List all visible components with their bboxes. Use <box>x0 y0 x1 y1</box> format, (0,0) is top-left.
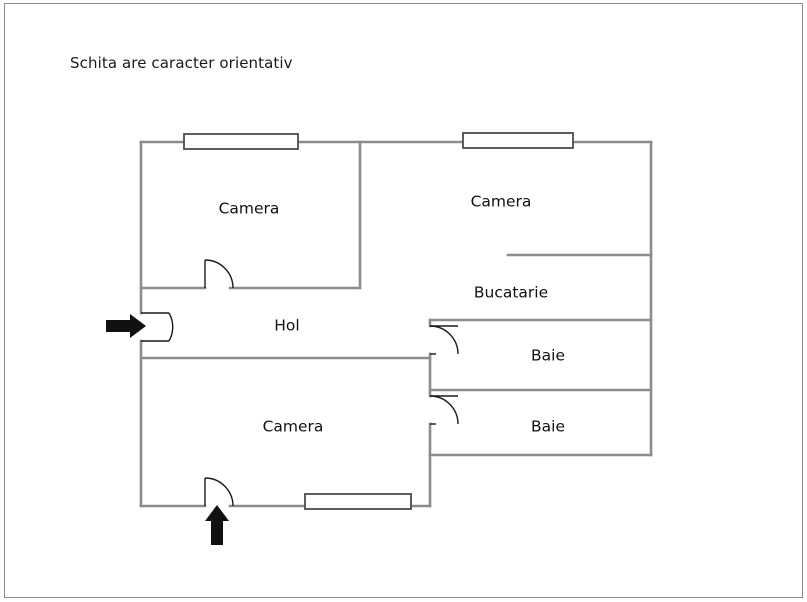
room-label-camera-top-left: Camera <box>219 200 280 218</box>
window-top-right <box>462 132 574 149</box>
door-baie-upper <box>429 325 459 355</box>
window-top-left <box>183 133 299 150</box>
room-labels: Camera Camera Bucatarie Hol Baie Baie Ca… <box>219 193 565 436</box>
walls <box>139 140 653 508</box>
room-label-camera-bottom: Camera <box>263 418 324 436</box>
room-label-baie-lower: Baie <box>531 418 565 436</box>
arrow-main-entrance <box>106 314 146 338</box>
windows <box>183 132 574 510</box>
room-label-camera-top-right: Camera <box>471 193 532 211</box>
room-label-bucatarie: Bucatarie <box>474 284 548 302</box>
page-title: Schita are caracter orientativ <box>70 54 293 72</box>
room-label-hol: Hol <box>274 317 299 335</box>
door-swings <box>141 259 459 507</box>
door-baie-lower <box>429 395 459 425</box>
arrow-terrace-entrance <box>205 505 229 545</box>
page-border <box>4 3 803 598</box>
window-bottom <box>304 493 412 510</box>
door-entrance <box>141 312 174 342</box>
door-camera-bottom <box>204 477 234 507</box>
entry-arrows <box>106 314 229 545</box>
door-camera-top-left <box>204 259 234 289</box>
room-label-baie-upper: Baie <box>531 347 565 365</box>
